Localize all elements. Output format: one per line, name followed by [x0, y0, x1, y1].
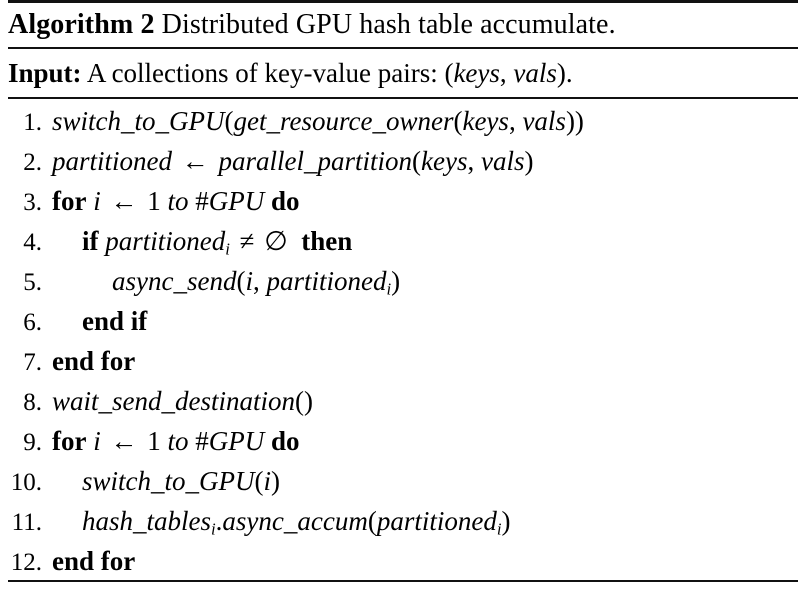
input-arg-vals: vals [513, 58, 557, 88]
line-number: 2. [23, 149, 42, 176]
algorithm-step-12: 12. end for [8, 541, 798, 581]
algorithm-step-9: 9. for i ← 1 to #GPU do [8, 421, 798, 461]
algorithm-step-3: 3. for i ← 1 to #GPU do [8, 181, 798, 221]
line-number: 12. [10, 549, 42, 576]
line-content: end for [52, 546, 136, 576]
line-content: switch_to_GPU(get_resource_owner(keys, v… [52, 106, 584, 136]
algorithm-step-7: 7. end for [8, 341, 798, 381]
algorithm-body: 1. switch_to_GPU(get_resource_owner(keys… [8, 99, 798, 581]
line-content: end for [52, 346, 136, 376]
line-number: 9. [23, 429, 42, 456]
input-arg-separator: , [499, 58, 514, 88]
line-number: 1. [23, 109, 42, 136]
algorithm-step-5: 5. async_send(i, partitionedi) [8, 261, 798, 301]
algorithm-step-2: 2. partitioned ← parallel_partition(keys… [8, 141, 798, 181]
line-number: 11. [11, 509, 42, 536]
input-description-before: A collections of key-value pairs: ( [86, 58, 454, 88]
title-separator-rule [8, 47, 798, 49]
bottom-rule [8, 580, 798, 582]
algorithm-number: 2 [140, 9, 155, 40]
line-content: for i ← 1 to #GPU do [52, 426, 300, 456]
line-content: switch_to_GPU(i) [82, 466, 281, 496]
line-content: for i ← 1 to #GPU do [52, 186, 300, 216]
line-number: 6. [23, 309, 42, 336]
algorithm-step-1: 1. switch_to_GPU(get_resource_owner(keys… [8, 101, 798, 141]
input-arg-keys: keys [453, 58, 500, 88]
line-number: 4. [23, 229, 42, 256]
algorithm-label: Algorithm [8, 9, 134, 40]
line-content: async_send(i, partitionedi) [112, 266, 401, 299]
line-content: wait_send_destination() [52, 386, 313, 416]
algorithm-step-4: 4. if partitionedi ≠ ∅ then [8, 221, 798, 261]
line-content: partitioned ← parallel_partition(keys, v… [52, 146, 534, 176]
top-rule [8, 0, 798, 3]
line-number: 3. [23, 189, 42, 216]
line-number: 7. [23, 349, 42, 376]
algorithm-step-10: 10. switch_to_GPU(i) [8, 461, 798, 501]
algorithm-step-8: 8. wait_send_destination() [8, 381, 798, 421]
bottom-rule-wrapper [8, 580, 798, 582]
input-description-after: ). [556, 58, 573, 88]
line-content: hash_tablesi.async_accum(partitionedi) [82, 506, 511, 539]
algorithm-step-6: 6. end if [8, 301, 798, 341]
input-separator-rule [8, 97, 798, 99]
line-number: 10. [10, 469, 42, 496]
line-number: 5. [23, 269, 42, 296]
algorithm-step-11: 11. hash_tablesi.async_accum(partitioned… [8, 501, 798, 541]
algorithm-title: Algorithm 2 Distributed GPU hash table a… [8, 3, 798, 47]
input-label: Input: [8, 58, 82, 88]
line-content: end if [82, 306, 148, 336]
algorithm-input-line: Input: A collections of key-value pairs:… [8, 49, 798, 97]
line-content: if partitionedi ≠ ∅ then [82, 226, 353, 259]
line-number: 8. [23, 389, 42, 416]
algorithm-title-text: Distributed GPU hash table accumulate. [161, 9, 616, 40]
